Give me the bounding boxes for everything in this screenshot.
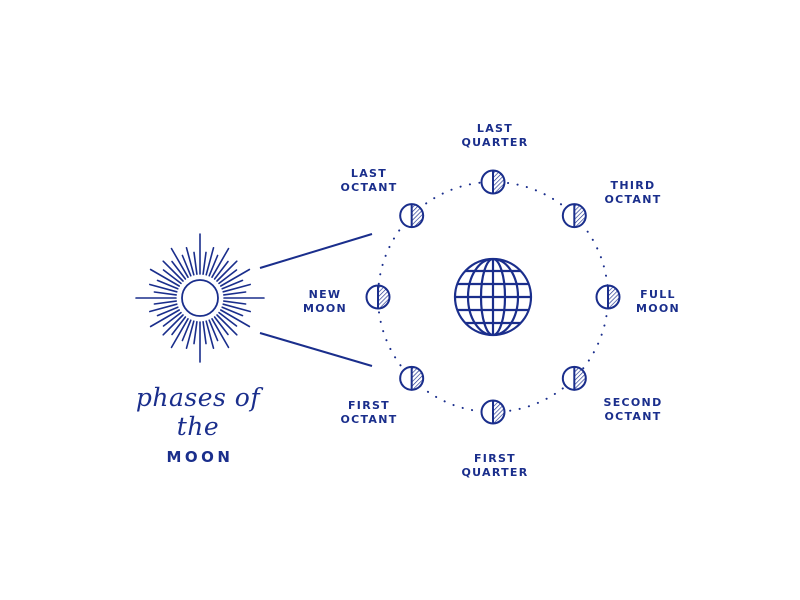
label-line: NEW xyxy=(308,288,342,301)
sun-ray xyxy=(202,320,207,345)
sun-ray xyxy=(218,269,238,285)
sun-ray xyxy=(193,320,198,345)
label-first-quarter: FIRST QUARTER xyxy=(440,452,550,479)
label-line: QUARTER xyxy=(461,465,529,479)
sun-ray xyxy=(181,319,192,342)
sun-ray xyxy=(221,279,244,290)
sun-ray xyxy=(205,247,215,276)
moon-last-quarter-icon xyxy=(480,169,506,195)
sun-ray xyxy=(149,303,178,313)
label-line: OCTANT xyxy=(604,192,662,206)
sun-ray-upper-line xyxy=(259,233,373,269)
moon-last-octant-icon xyxy=(399,203,425,229)
label-line: OCTANT xyxy=(604,409,662,423)
sun-ray xyxy=(220,309,251,328)
sun-ray xyxy=(149,309,180,328)
label-line: FIRST xyxy=(473,452,516,465)
moon-full-moon-icon xyxy=(595,284,621,310)
moon-second-octant-icon xyxy=(561,365,587,391)
sun-ray xyxy=(220,268,251,287)
moon-first-octant-icon xyxy=(399,365,425,391)
label-line: LAST xyxy=(350,167,388,180)
label-last-quarter: LAST QUARTER xyxy=(440,122,550,149)
sun-ray xyxy=(222,303,251,313)
sun-ray xyxy=(211,247,230,279)
moon-new-moon-icon xyxy=(365,284,391,310)
label-new-moon: NEW MOON xyxy=(270,288,380,315)
sun-ray xyxy=(170,247,189,279)
sun-ray xyxy=(216,314,238,336)
sun-ray xyxy=(221,306,244,317)
label-third-octant: THIRD OCTANT xyxy=(578,179,688,206)
sun-ray xyxy=(218,311,238,327)
script-title: phases of the xyxy=(135,383,261,441)
label-line: MOON xyxy=(302,301,348,315)
sun-ray xyxy=(162,269,182,285)
sun-ray xyxy=(208,319,219,342)
globe-icon xyxy=(453,257,533,337)
label-line: OCTANT xyxy=(340,412,398,426)
sun-ray xyxy=(153,291,177,296)
sun-ray xyxy=(149,268,180,287)
sun-ray xyxy=(222,283,251,293)
moon-third-octant-icon xyxy=(561,203,587,229)
sun-ray xyxy=(213,316,229,336)
sun-ray xyxy=(153,300,177,305)
label-last-octant: LAST OCTANT xyxy=(314,167,424,194)
sun-ray xyxy=(185,247,195,276)
sun-ray xyxy=(202,251,207,276)
sun-ray-lower-line xyxy=(259,332,373,367)
label-line: LAST xyxy=(476,122,514,135)
sun-ray xyxy=(185,320,195,350)
sun-ray xyxy=(149,283,178,293)
label-line: FULL xyxy=(640,288,676,301)
sun-ray xyxy=(162,260,184,282)
sun-ray xyxy=(223,300,247,305)
label-first-octant: FIRST OCTANT xyxy=(314,399,424,426)
label-line: MOON xyxy=(635,301,681,315)
sun-ray xyxy=(162,314,184,336)
label-full-moon: FULL MOON xyxy=(603,288,713,315)
label-line: THIRD xyxy=(610,179,656,192)
sun-ray xyxy=(213,260,229,280)
sun-ray xyxy=(170,317,189,349)
sun-ray xyxy=(216,260,238,282)
label-line: SECOND xyxy=(603,396,663,409)
sun-ray xyxy=(181,254,192,277)
label-second-octant: SECOND OCTANT xyxy=(578,396,688,423)
sun-ray xyxy=(208,254,219,277)
sun-ray xyxy=(171,316,187,336)
sun-ray xyxy=(156,279,179,290)
sun-ray xyxy=(223,291,247,296)
main-title: MOON xyxy=(166,448,234,466)
label-line: QUARTER xyxy=(461,135,529,149)
sun-rays-icon xyxy=(135,233,265,363)
sun-ray xyxy=(156,306,179,317)
moon-first-quarter-icon xyxy=(480,399,506,425)
sun-ray xyxy=(205,320,215,350)
label-line: FIRST xyxy=(347,399,390,412)
label-line: OCTANT xyxy=(340,180,398,194)
sun-ray xyxy=(162,311,182,327)
sun-ray xyxy=(193,251,198,276)
sun-ray xyxy=(171,260,187,280)
sun-ray xyxy=(211,317,230,349)
sun-core xyxy=(181,279,219,317)
